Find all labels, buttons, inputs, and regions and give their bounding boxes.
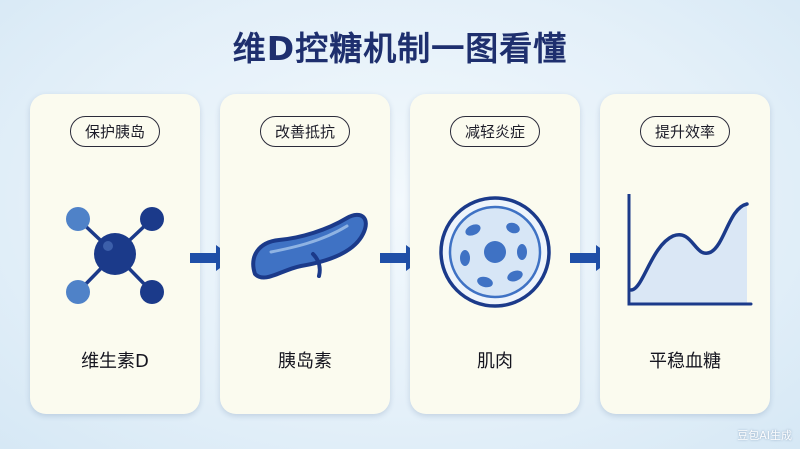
tag-protect-islets: 保护胰岛 [69, 116, 161, 147]
card-vitamin-d: 保护胰岛 维生素D [30, 94, 200, 414]
pancreas-icon [251, 212, 368, 280]
label-insulin: 胰岛素 [278, 351, 332, 372]
card-stable-glucose: 提升效率 平稳血糖 [600, 94, 770, 414]
label-vitamin-d: 维生素D [81, 351, 149, 372]
glucose-curve-icon [627, 194, 753, 306]
tag-reduce-inflammation: 减轻炎症 [449, 116, 541, 147]
label-muscle: 肌肉 [477, 351, 513, 372]
muscle-cell-icon [439, 196, 551, 308]
tag-improve-resistance: 改善抵抗 [259, 116, 351, 147]
page-title: 维D控糖机制一图看懂 [232, 29, 568, 68]
card-insulin: 改善抵抗 胰岛素 [220, 94, 390, 414]
watermark-text: 豆包AI生成 [737, 429, 792, 442]
card-muscle: 减轻炎症 肌肉 [410, 94, 580, 414]
tag-raise-efficiency: 提升效率 [639, 116, 731, 147]
label-stable-glucose: 平稳血糖 [649, 351, 721, 372]
molecule-icon [66, 207, 164, 304]
